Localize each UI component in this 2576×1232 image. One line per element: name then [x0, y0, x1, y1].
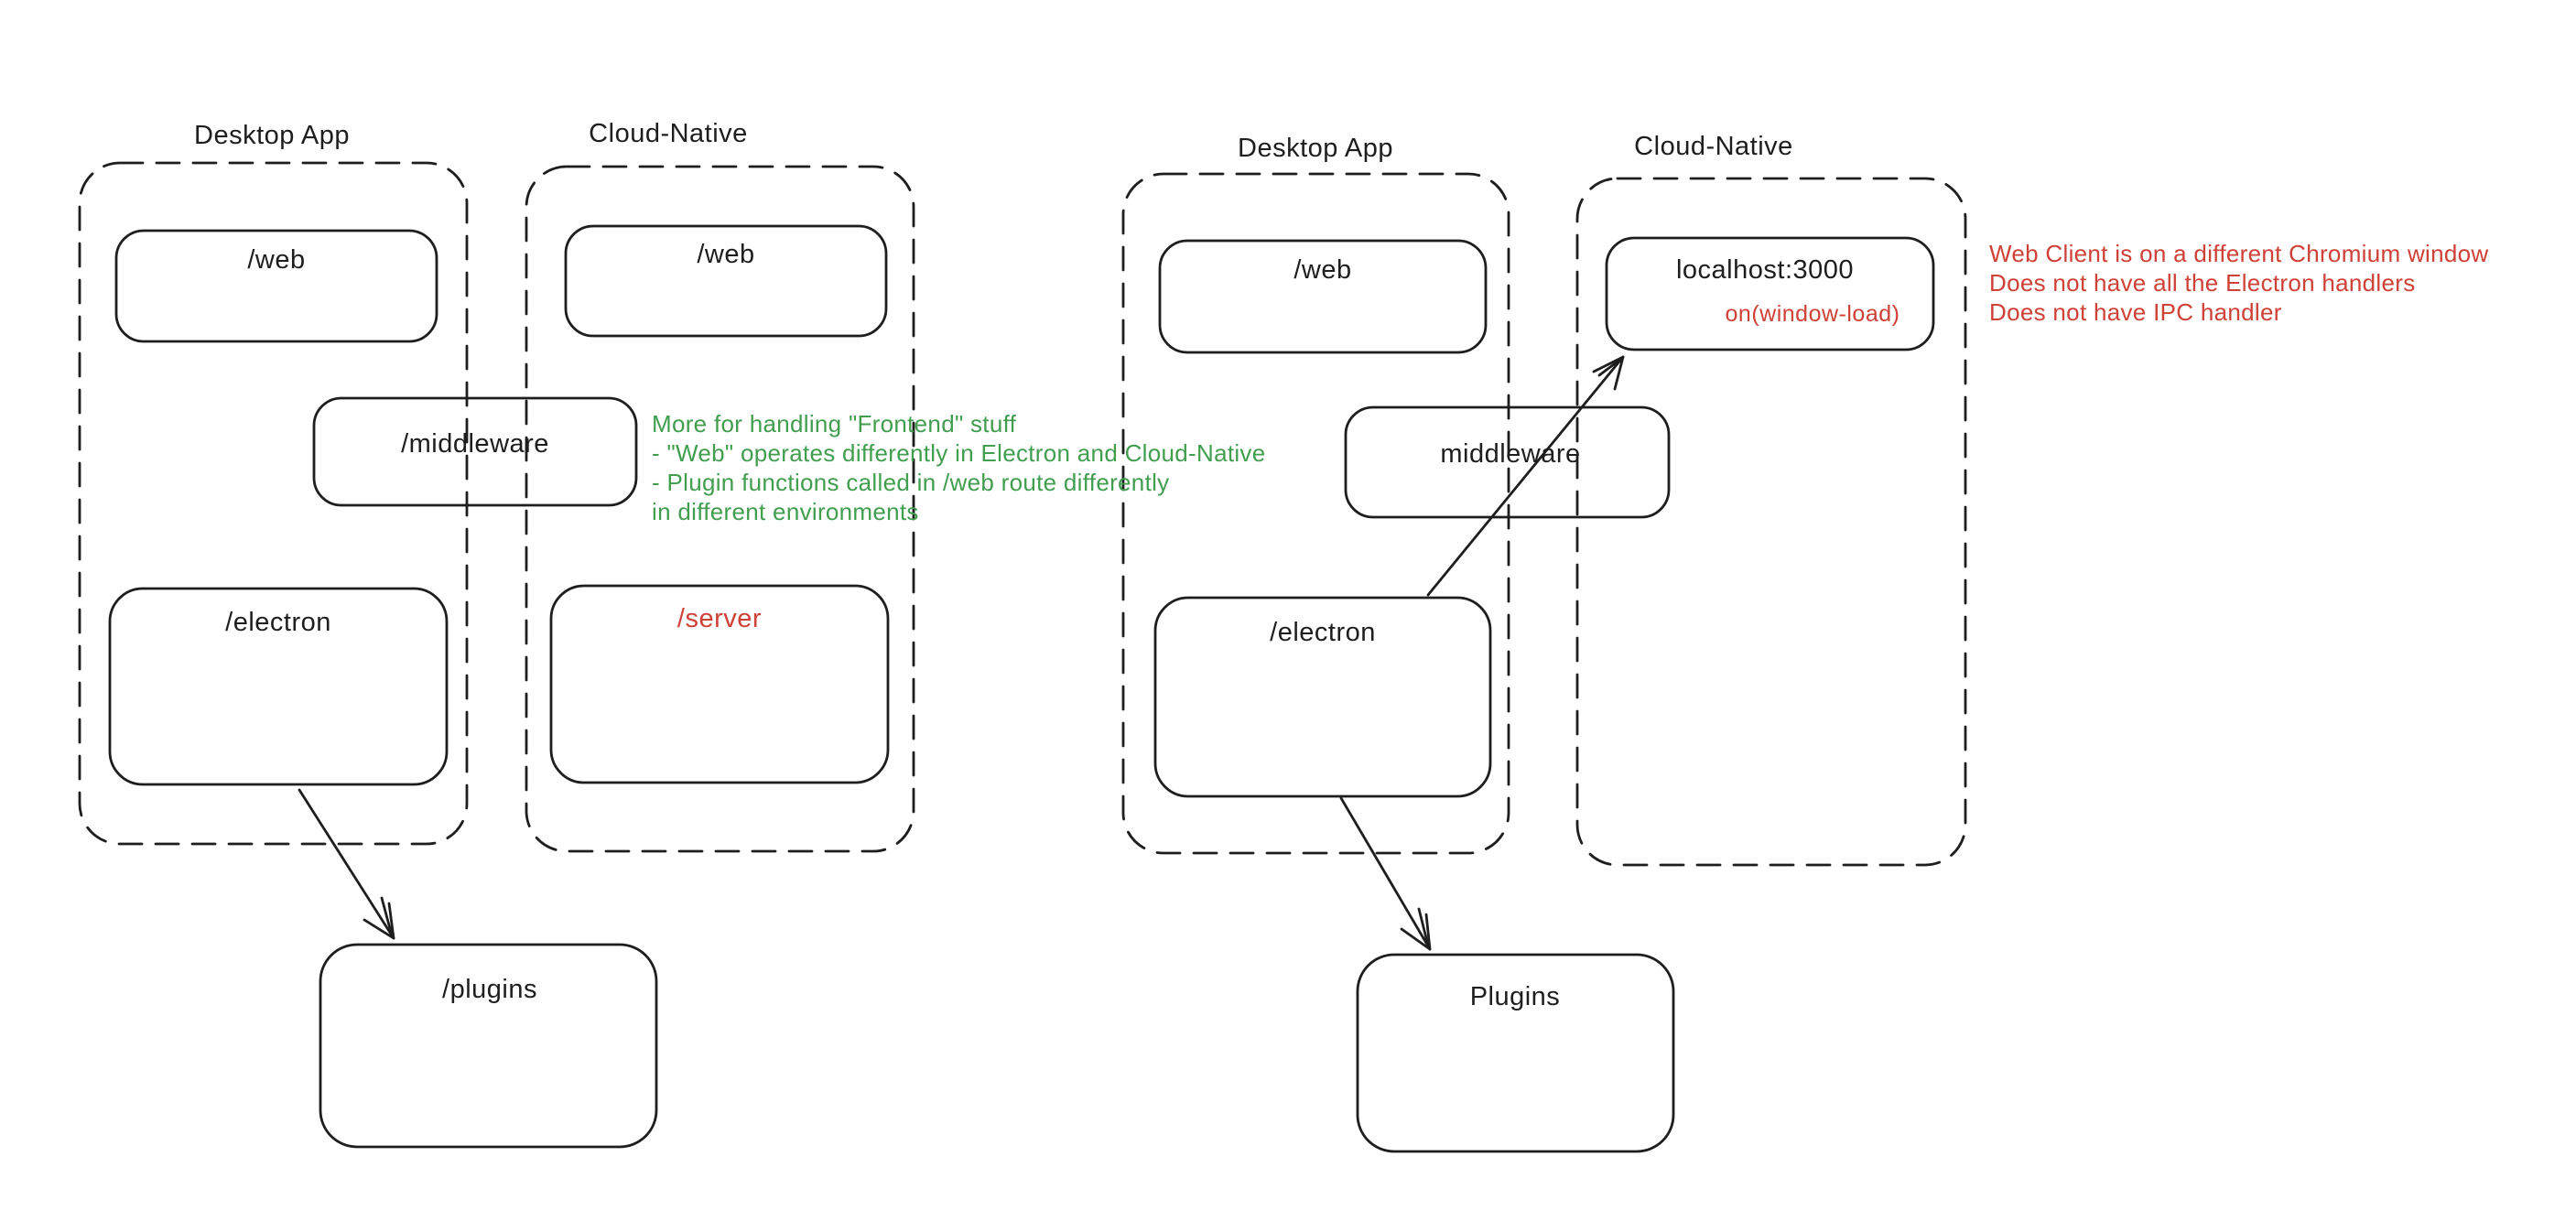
node-web-desktop-left	[114, 229, 438, 343]
node-middleware-left	[312, 396, 638, 507]
node-web-cloud-left	[564, 224, 888, 338]
node-electron-left	[108, 587, 449, 786]
node-plugins-right	[1356, 953, 1675, 1153]
node-localhost-right	[1605, 236, 1935, 351]
annotation-line: - "Web" operates differently in Electron…	[652, 439, 1266, 467]
node-electron-right	[1153, 596, 1492, 798]
node-label-middleware-right: middleware	[1440, 439, 1581, 469]
annotation-line: More for handling "Frontend" stuff	[652, 410, 1017, 438]
annotation-line: Does not have IPC handler	[1989, 298, 2282, 326]
node-middleware-right	[1344, 405, 1671, 519]
annotation-line: Web Client is on a different Chromium wi…	[1989, 240, 2489, 267]
container-desktop-app-left	[78, 161, 469, 846]
container-label-desktop-app-right: Desktop App	[1238, 134, 1393, 163]
node-label-middleware-left: /middleware	[401, 429, 549, 459]
node-label-plugins-right: Plugins	[1469, 982, 1561, 1011]
node-web-right	[1158, 239, 1488, 354]
node-label-electron-right: /electron	[1270, 618, 1376, 647]
node-label-plugins-left: /plugins	[442, 975, 537, 1004]
arrow-electron-to-plugins-right	[1339, 796, 1432, 951]
container-desktop-app-right	[1121, 172, 1510, 855]
arrow-electron-to-localhost-right	[1426, 355, 1625, 597]
annotation-web-client-note: Web Client is on a different Chromium wi…	[1989, 239, 2488, 327]
container-cloud-native-left	[525, 165, 915, 853]
container-label-desktop-app-left: Desktop App	[194, 121, 350, 150]
node-label-server-left: /server	[676, 604, 763, 633]
container-label-cloud-native-right: Cloud-Native	[1634, 132, 1793, 161]
container-cloud-native-right	[1575, 177, 1967, 867]
container-label-cloud-native-left: Cloud-Native	[589, 119, 748, 148]
annotation-frontend-note: More for handling "Frontend" stuff - "We…	[652, 409, 1266, 526]
node-label-electron-left: /electron	[225, 608, 331, 637]
node-label-localhost-right: localhost:3000	[1675, 255, 1855, 285]
node-label-web-cloud-left: /web	[697, 240, 755, 269]
node-server-left	[549, 584, 890, 784]
annotation-line: in different environments	[652, 498, 919, 525]
node-label-web-right: /web	[1293, 255, 1352, 285]
annotation-line: - Plugin functions called in /web route …	[652, 469, 1170, 496]
node-plugins-left	[319, 943, 658, 1149]
node-label-web-desktop-left: /web	[247, 245, 306, 275]
arrow-electron-to-plugins-left	[298, 788, 395, 940]
annotation-line: Does not have all the Electron handlers	[1989, 269, 2416, 297]
node-label-localhost-event-right: on(window-load)	[1725, 301, 1900, 327]
